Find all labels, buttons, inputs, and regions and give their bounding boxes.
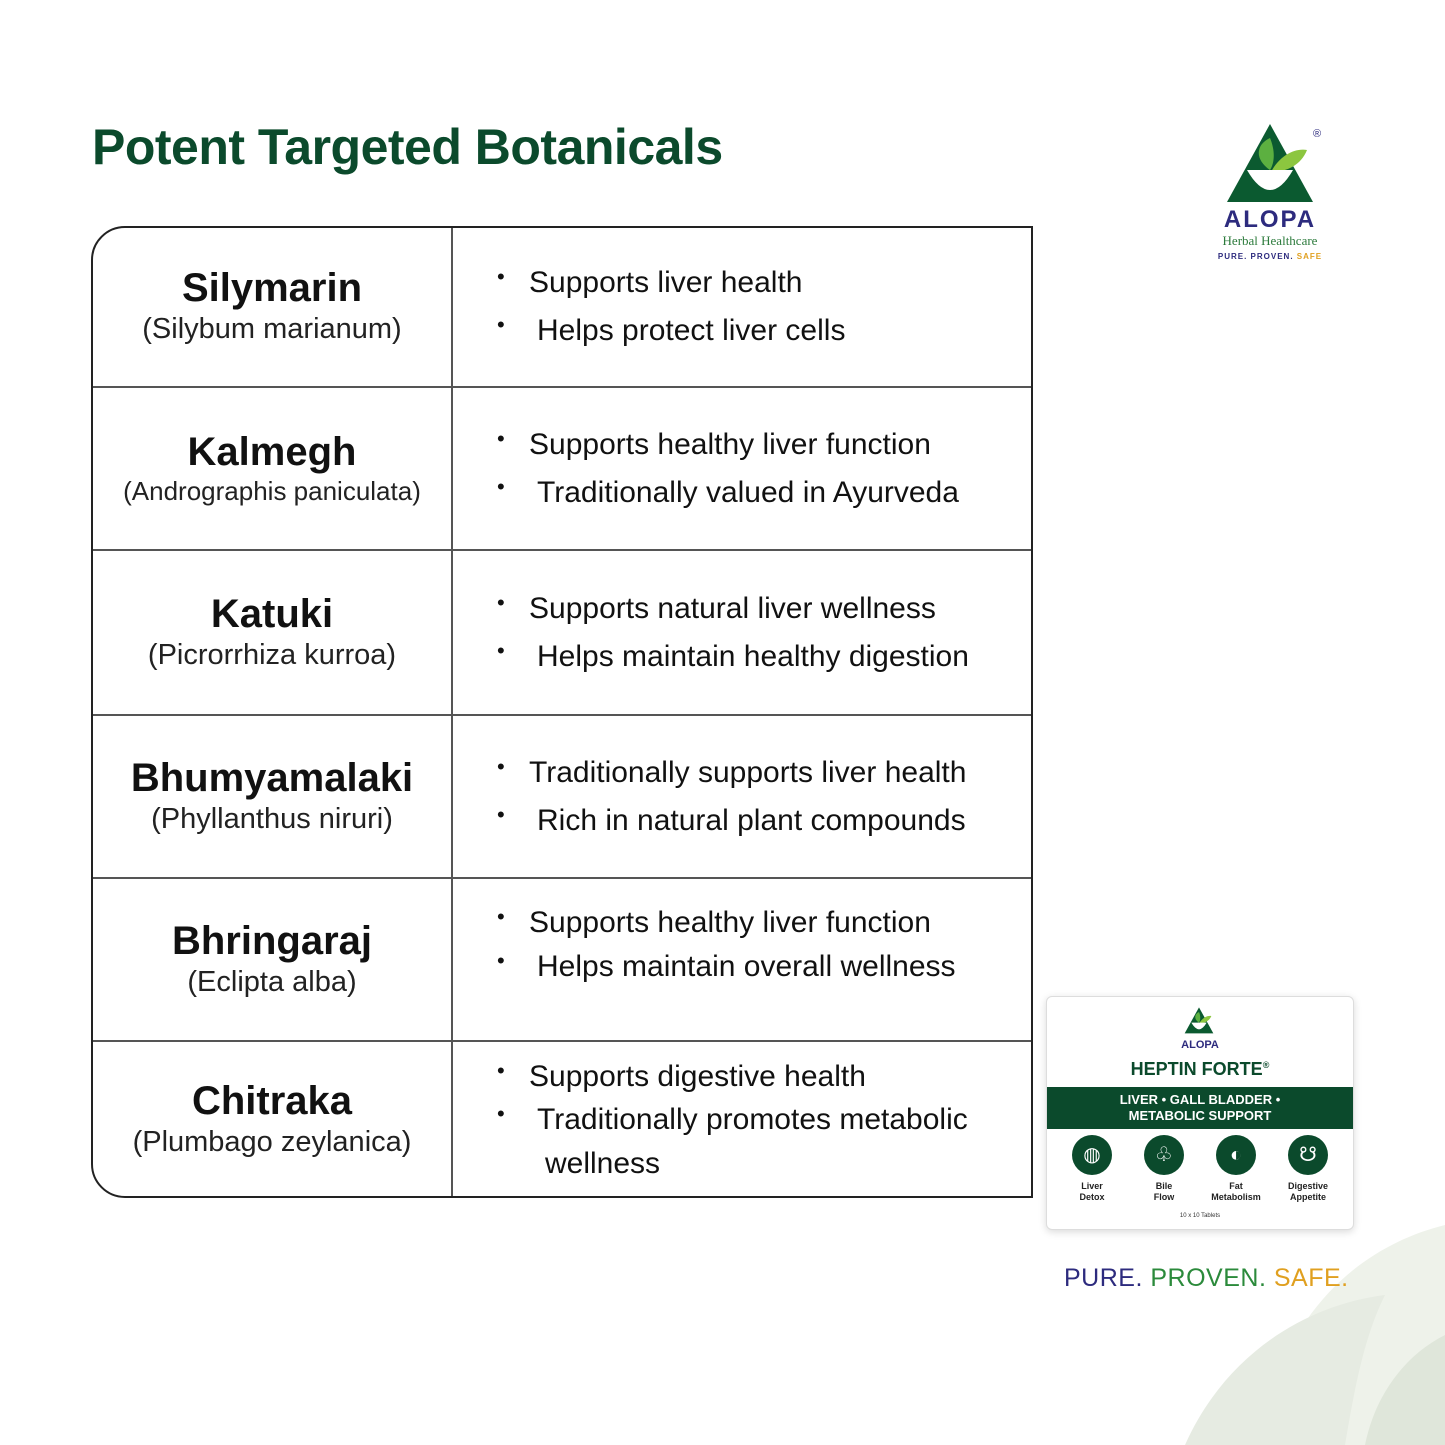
- benefit-item: Traditionally valued in Ayurveda: [497, 469, 1031, 517]
- product-icon-label-line1: Fat: [1229, 1181, 1243, 1191]
- stomach-icon: ☋: [1288, 1135, 1328, 1175]
- product-band-line2: METABOLIC SUPPORT: [1128, 1108, 1272, 1123]
- benefit-item: Supports liver health: [497, 259, 1031, 307]
- benefit-item-continuation: wellness: [545, 1146, 661, 1180]
- logo-subtitle: Herbal Healthcare: [1222, 233, 1318, 248]
- alopa-logo: ® ALOPA Herbal Healthcare PURE. PROVEN. …: [1205, 120, 1335, 270]
- table-row: Katuki (Picrorrhiza kurroa) Supports nat…: [93, 551, 1031, 716]
- botanicals-table: Silymarin (Silybum marianum) Supports li…: [91, 226, 1033, 1198]
- botanical-name: Bhumyamalaki: [130, 755, 414, 800]
- botanical-latin: (Plumbago zeylanica): [132, 1126, 412, 1159]
- alopa-triangle-leaf-icon: [1227, 124, 1313, 202]
- botanical-name-cell: Bhumyamalaki (Phyllanthus niruri): [93, 716, 453, 877]
- botanical-name-cell: Kalmegh (Andrographis paniculata): [93, 388, 453, 549]
- botanical-name: Kalmegh: [187, 429, 357, 474]
- benefit-item: Supports healthy liver function: [497, 421, 1031, 469]
- table-row: Silymarin (Silybum marianum) Supports li…: [93, 228, 1031, 388]
- benefits-cell: Supports digestive health Traditionally …: [453, 1042, 1031, 1196]
- botanical-name: Silymarin: [181, 266, 363, 311]
- benefit-item: Helps maintain overall wellness: [497, 945, 1031, 989]
- benefit-item: Supports natural liver wellness: [497, 585, 1031, 633]
- product-name-text: HEPTIN FORTE: [1130, 1059, 1263, 1079]
- product-icon-label-line1: Liver: [1081, 1181, 1103, 1191]
- product-name: HEPTIN FORTE®: [1047, 1059, 1353, 1080]
- slogan-safe: SAFE.: [1273, 1264, 1349, 1292]
- slogan-proven: PROVEN.: [1150, 1264, 1267, 1292]
- benefits-cell: Supports healthy liver function Traditio…: [453, 388, 1031, 549]
- product-count: 10 x 10 Tablets: [1179, 1213, 1221, 1219]
- product-box: ALOPA HEPTIN FORTE® LIVER • GALL BLADDER…: [1046, 996, 1354, 1230]
- benefit-item: Supports digestive health: [497, 1055, 1031, 1099]
- logo-brand: ALOPA: [1223, 206, 1317, 233]
- botanical-latin: (Picrorrhiza kurroa): [147, 638, 397, 671]
- table-row: Kalmegh (Andrographis paniculata) Suppor…: [93, 388, 1031, 551]
- table-row: Chitraka (Plumbago zeylanica) Supports d…: [93, 1042, 1031, 1196]
- product-brand: ALOPA: [1181, 1039, 1219, 1051]
- product-band-line1: LIVER • GALL BLADDER •: [1119, 1092, 1281, 1107]
- botanical-name: Katuki: [210, 591, 334, 636]
- benefit-item: Helps maintain healthy digestion: [497, 633, 1031, 681]
- slogan: PURE. PROVEN. SAFE.: [1064, 1264, 1349, 1293]
- product-icon-label-line2: Detox: [1079, 1192, 1105, 1202]
- product-icon-label-line2: Flow: [1153, 1192, 1175, 1202]
- botanical-name: Chitraka: [191, 1079, 353, 1124]
- logo-tagline-safe: SAFE: [1296, 252, 1323, 261]
- table-row: Bhumyamalaki (Phyllanthus niruri) Tradit…: [93, 716, 1031, 879]
- botanical-name-cell: Bhringaraj (Eclipta alba): [93, 879, 453, 1040]
- product-icon-label-line2: Metabolism: [1211, 1192, 1261, 1202]
- registered-mark: ®: [1313, 128, 1322, 140]
- benefits-cell: Traditionally supports liver health Rich…: [453, 716, 1031, 877]
- product-registered-mark: ®: [1262, 1060, 1270, 1070]
- botanical-latin: (Andrographis paniculata): [123, 475, 421, 506]
- benefit-item: Supports healthy liver function: [497, 901, 1031, 945]
- benefits-cell: Supports liver health Helps protect live…: [453, 228, 1031, 386]
- botanical-name: Bhringaraj: [171, 918, 373, 963]
- benefits-cell: Supports healthy liver function Helps ma…: [453, 879, 1031, 1040]
- product-band: LIVER • GALL BLADDER • METABOLIC SUPPORT: [1047, 1087, 1353, 1129]
- product-icon-label-line1: Digestive: [1287, 1181, 1329, 1191]
- botanical-latin: (Phyllanthus niruri): [151, 802, 393, 835]
- benefit-item: Helps protect liver cells: [497, 307, 1031, 355]
- benefit-item: Rich in natural plant compounds: [497, 797, 1031, 845]
- liver-icon: ◍: [1072, 1135, 1112, 1175]
- logo-tagline-pure-proven: PURE. PROVEN.: [1217, 252, 1294, 261]
- leaf-background-icon: [1185, 1225, 1445, 1445]
- benefit-item: Traditionally supports liver health: [497, 749, 1031, 797]
- logo-tagline: PURE. PROVEN. SAFE: [1205, 252, 1335, 261]
- table-row: Bhringaraj (Eclipta alba) Supports healt…: [93, 879, 1031, 1042]
- botanical-name-cell: Silymarin (Silybum marianum): [93, 228, 453, 386]
- botanical-name-cell: Katuki (Picrorrhiza kurroa): [93, 551, 453, 714]
- fat-liver-icon: ◐: [1216, 1135, 1256, 1175]
- gall-bladder-icon: ♧: [1144, 1135, 1184, 1175]
- slogan-pure: PURE.: [1064, 1264, 1143, 1292]
- alopa-triangle-leaf-icon: [1184, 1007, 1214, 1034]
- page-title: Potent Targeted Botanicals: [92, 119, 723, 175]
- botanical-name-cell: Chitraka (Plumbago zeylanica): [93, 1042, 453, 1196]
- benefits-cell: Supports natural liver wellness Helps ma…: [453, 551, 1031, 714]
- botanical-latin: (Eclipta alba): [187, 965, 357, 998]
- product-icon-label-line2: Appetite: [1290, 1192, 1326, 1202]
- product-icon-label-line1: Bile: [1155, 1181, 1173, 1191]
- botanical-latin: (Silybum marianum): [142, 313, 402, 346]
- benefit-item: Traditionally promotes metabolic: [497, 1098, 1031, 1142]
